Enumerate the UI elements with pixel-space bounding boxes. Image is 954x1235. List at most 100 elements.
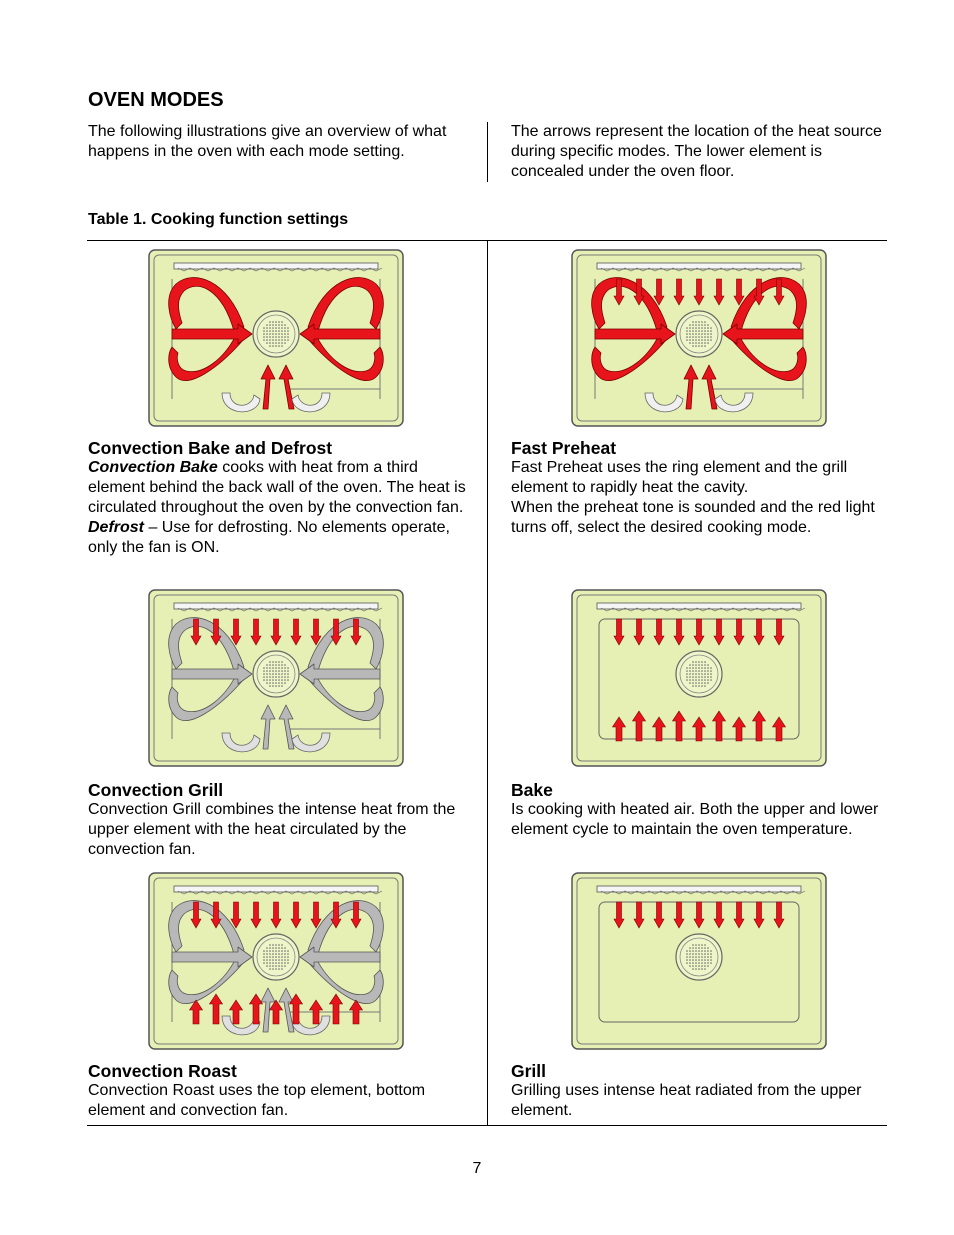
fan-ring: [679, 314, 719, 354]
heat-arrow-up: [671, 710, 687, 742]
convection-bake-heading: Convection Bake and Defrost: [88, 438, 333, 458]
fan-ring: [679, 937, 719, 977]
table-caption: Table 1. Cooking function settings: [88, 211, 349, 228]
heat-arrow-down: [693, 278, 705, 306]
heat-arrow-up: [611, 716, 627, 742]
airflow-swirl-lower-left: [168, 674, 245, 721]
oven-diagram: [571, 249, 827, 427]
heat-arrow-up: [288, 993, 304, 1025]
airflow-arrow-bottom-left: [260, 704, 276, 750]
top-heating-element: [173, 602, 379, 610]
top-element-coil: [177, 890, 383, 895]
convection-bake-term: Convection Bake: [88, 459, 218, 476]
heat-arrow-down: [190, 901, 202, 929]
heat-arrow-down: [673, 901, 685, 929]
heat-arrow-down: [673, 618, 685, 646]
airflow-swirl-lower-right: [307, 674, 384, 721]
bake-description: Bake Is cooking with heated air. Both th…: [511, 780, 896, 840]
fan-ring: [679, 654, 719, 694]
grill-paragraph: Grilling uses intense heat radiated from…: [511, 1082, 862, 1119]
heat-arrow-down: [753, 278, 765, 306]
fan-grille: [263, 661, 289, 687]
fast-preheat-description: Fast Preheat Fast Preheat uses the ring …: [511, 438, 896, 538]
convection-grill-paragraph: Convection Grill combines the intense he…: [88, 801, 456, 858]
heat-arrow-down: [753, 901, 765, 929]
heat-arrow-down: [613, 618, 625, 646]
defrost-paragraph: Defrost – Use for defrosting. No element…: [88, 518, 468, 558]
heat-arrow-up: [208, 993, 224, 1025]
airflow-arrow-bottom-left: [260, 987, 276, 1033]
airflow-swirl-lower-right: [307, 334, 384, 381]
heat-arrow-down: [653, 618, 665, 646]
top-heating-element: [173, 885, 379, 893]
heat-arrow-down: [713, 618, 725, 646]
heat-arrow-up: [228, 999, 244, 1025]
airflow-swirl-lower-left: [591, 334, 668, 381]
heat-arrow-up: [248, 993, 264, 1025]
heat-arrow-down: [230, 618, 242, 646]
heat-arrow-up: [328, 993, 344, 1025]
table-bottom-rule: [87, 1125, 887, 1126]
airflow-loop-bottom-left: [644, 392, 684, 413]
airflow-arrow-bottom-right: [278, 987, 295, 1033]
intro-right-text: The arrows represent the location of the…: [511, 123, 882, 180]
airflow-arrow-bottom-right: [278, 364, 295, 410]
heat-arrow-down: [693, 618, 705, 646]
oven-diagram: [148, 589, 404, 767]
heat-arrow-down: [230, 901, 242, 929]
heat-arrow-up: [651, 716, 667, 742]
oven-diagram: [148, 249, 404, 427]
heat-arrow-down: [210, 901, 222, 929]
airflow-arrow-right: [299, 663, 381, 685]
convection-roast-illustration: [148, 872, 404, 1050]
airflow-arrow-left: [594, 323, 676, 345]
heat-arrow-down: [713, 278, 725, 306]
airflow-swirl-upper-right: [307, 277, 384, 332]
airflow-arrow-right: [299, 323, 381, 345]
oven-diagram: [148, 872, 404, 1050]
oven-inner-frame: [576, 594, 822, 762]
airflow-arrow-right: [722, 323, 804, 345]
heat-arrow-up: [711, 710, 727, 742]
airflow-arrow-left: [171, 323, 253, 345]
intro-left-text: The following illustrations give an over…: [88, 123, 447, 160]
convection-bake-paragraph: Convection Bake cooks with heat from a t…: [88, 458, 468, 518]
bake-heading: Bake: [511, 780, 553, 800]
heat-arrow-down: [350, 618, 362, 646]
heat-arrow-down: [633, 901, 645, 929]
convection-grill-heading: Convection Grill: [88, 780, 224, 800]
heat-arrow-up: [268, 999, 284, 1025]
airflow-loop-bottom-right: [291, 392, 331, 413]
heat-arrow-down: [733, 618, 745, 646]
top-heating-element: [596, 885, 802, 893]
airflow-group: [168, 900, 384, 1036]
airflow-loop-bottom-right: [291, 732, 331, 753]
airflow-arrow-left: [171, 946, 253, 968]
oven-diagram: [571, 872, 827, 1050]
airflow-group: [168, 617, 384, 753]
airflow-loop-bottom-left: [221, 732, 261, 753]
heat-arrow-up: [731, 716, 747, 742]
heat-arrow-down: [613, 901, 625, 929]
heat-arrow-up: [751, 710, 767, 742]
convection-grill-description: Convection Grill Convection Grill combin…: [88, 780, 468, 860]
heat-arrow-down: [753, 618, 765, 646]
airflow-arrow-bottom-right: [701, 364, 718, 410]
airflow-arrow-right: [299, 946, 381, 968]
heat-arrow-down: [633, 618, 645, 646]
convection-roast-description: Convection Roast Convection Roast uses t…: [88, 1061, 468, 1121]
heat-arrow-down: [773, 618, 785, 646]
heat-arrow-down: [290, 618, 302, 646]
heat-arrow-down: [733, 278, 745, 306]
fast-preheat-illustration: [571, 249, 827, 427]
convection-roast-heading: Convection Roast: [88, 1061, 237, 1081]
convection-grill-illustration: [148, 589, 404, 767]
heat-arrow-down: [330, 901, 342, 929]
fan-grille: [686, 321, 712, 347]
top-heating-element: [596, 602, 802, 610]
airflow-group: [168, 277, 384, 413]
convection-bake-illustration: [148, 249, 404, 427]
heat-arrow-up: [188, 999, 204, 1025]
grill-heading: Grill: [511, 1061, 547, 1081]
convection-bake-description: Convection Bake and Defrost Convection B…: [88, 438, 468, 558]
